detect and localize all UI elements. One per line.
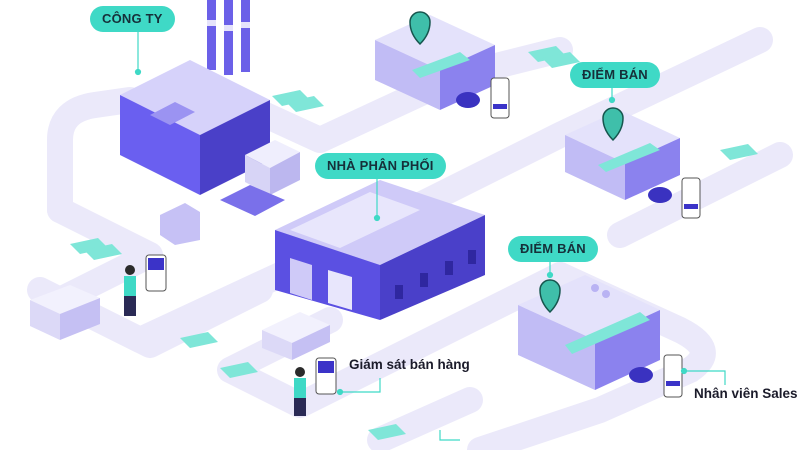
label-company: CÔNG TY [90, 6, 175, 32]
label-distributor: NHÀ PHÂN PHỐI [315, 153, 446, 179]
connector-lines [134, 32, 726, 441]
road-arrows [70, 46, 758, 440]
trucks [30, 285, 330, 360]
label-sales-supervisor: Giám sát bán hàng [349, 357, 470, 372]
company-factory [120, 0, 300, 245]
store-top [375, 15, 495, 110]
label-sales-staff: Nhân viên Sales [694, 386, 798, 401]
distributor-warehouse [275, 180, 485, 320]
label-store-2: ĐIỂM BÁN [508, 236, 598, 262]
store-middle [565, 110, 680, 200]
map-pin-icons [409, 11, 624, 314]
phones [145, 77, 701, 398]
people-and-scooters [124, 92, 672, 416]
label-store-1: ĐIỂM BÁN [570, 62, 660, 88]
